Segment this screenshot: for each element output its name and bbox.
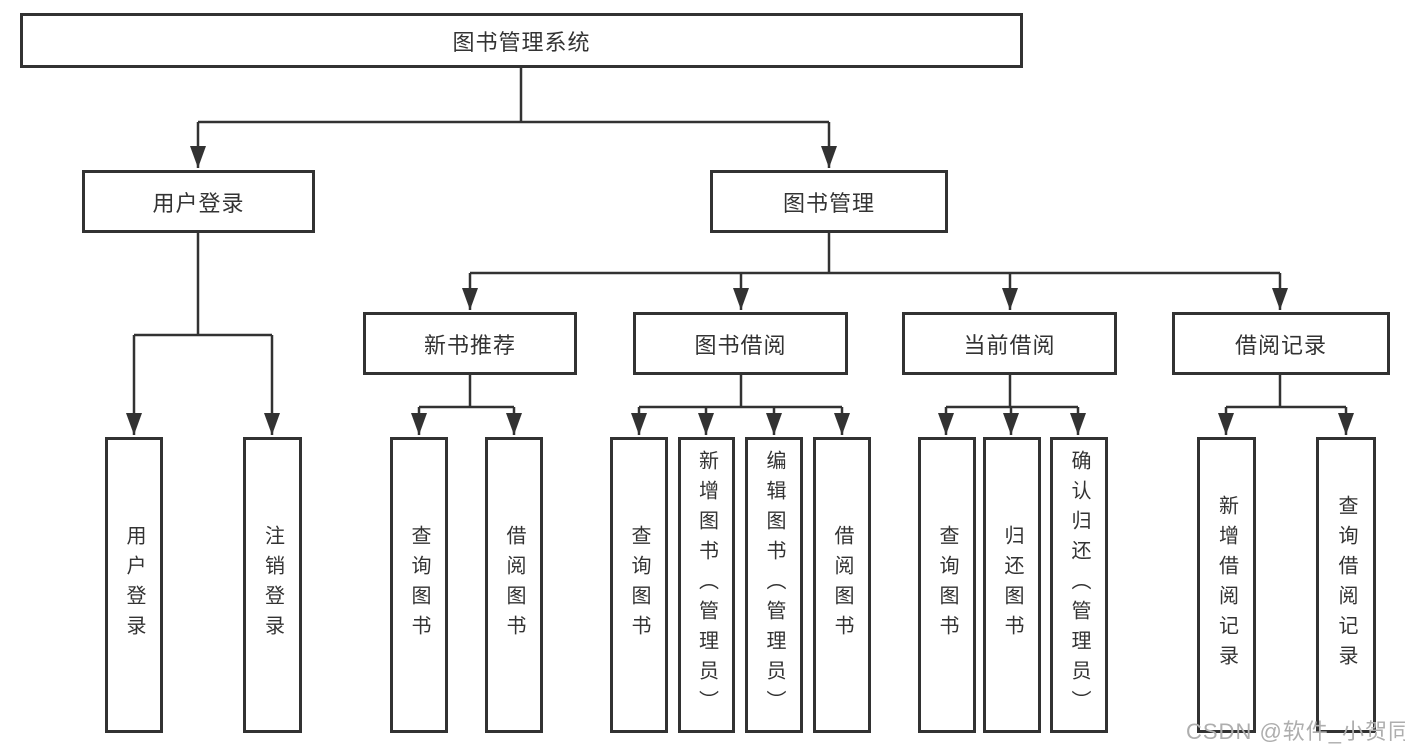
leaf-query-books-borrowing-label: 查询图书: [628, 525, 650, 645]
leaf-borrow-books-recommend: 借阅图书: [485, 437, 543, 733]
node-borrowing-records: 借阅记录: [1172, 312, 1390, 375]
node-current-borrowing: 当前借阅: [902, 312, 1117, 375]
leaf-query-books-current-label: 查询图书: [936, 525, 958, 645]
leaf-query-books-borrowing: 查询图书: [610, 437, 668, 733]
leaf-borrow-book-label: 借阅图书: [831, 525, 853, 645]
node-new-book-recommend-label: 新书推荐: [423, 332, 516, 358]
leaf-return-book-label: 归还图书: [1001, 525, 1023, 645]
leaf-borrow-book: 借阅图书: [813, 437, 871, 733]
node-new-book-recommend: 新书推荐: [363, 312, 577, 375]
leaf-edit-book-admin-label: 编辑图书（管理员）: [763, 450, 785, 720]
leaf-borrow-books-recommend-label: 借阅图书: [503, 525, 525, 645]
leaf-query-books-recommend-label: 查询图书: [408, 525, 430, 645]
leaf-add-book-admin: 新增图书（管理员）: [678, 437, 735, 733]
node-book-borrowing-label: 图书借阅: [694, 332, 787, 358]
node-book-management-branch-label: 图书管理: [782, 190, 875, 216]
leaf-return-book: 归还图书: [983, 437, 1041, 733]
node-root-system-label: 图书管理系统: [452, 29, 591, 55]
leaf-query-borrow-record: 查询借阅记录: [1316, 437, 1376, 733]
leaf-query-books-current: 查询图书: [918, 437, 976, 733]
node-root-system: 图书管理系统: [20, 13, 1023, 68]
leaf-add-borrow-record: 新增借阅记录: [1197, 437, 1256, 733]
leaf-logout-label: 注销登录: [261, 525, 284, 645]
node-current-borrowing-label: 当前借阅: [963, 332, 1056, 358]
node-borrowing-records-label: 借阅记录: [1234, 332, 1327, 358]
leaf-logout: 注销登录: [243, 437, 302, 733]
leaf-query-borrow-record-label: 查询借阅记录: [1335, 495, 1357, 675]
leaf-query-books-recommend: 查询图书: [390, 437, 448, 733]
leaf-user-login-label: 用户登录: [123, 525, 145, 645]
leaf-add-borrow-record-label: 新增借阅记录: [1215, 495, 1238, 675]
leaf-add-book-admin-label: 新增图书（管理员）: [695, 450, 718, 720]
leaf-confirm-return-admin-label: 确认归还（管理员）: [1068, 450, 1090, 720]
node-user-login-branch: 用户登录: [82, 170, 315, 233]
node-user-login-branch-label: 用户登录: [152, 190, 245, 216]
node-book-management-branch: 图书管理: [710, 170, 948, 233]
leaf-user-login: 用户登录: [105, 437, 163, 733]
leaf-edit-book-admin: 编辑图书（管理员）: [745, 437, 803, 733]
node-book-borrowing: 图书借阅: [633, 312, 848, 375]
leaf-confirm-return-admin: 确认归还（管理员）: [1050, 437, 1108, 733]
csdn-watermark: CSDN @软件_小贺同学: [1186, 719, 1405, 744]
